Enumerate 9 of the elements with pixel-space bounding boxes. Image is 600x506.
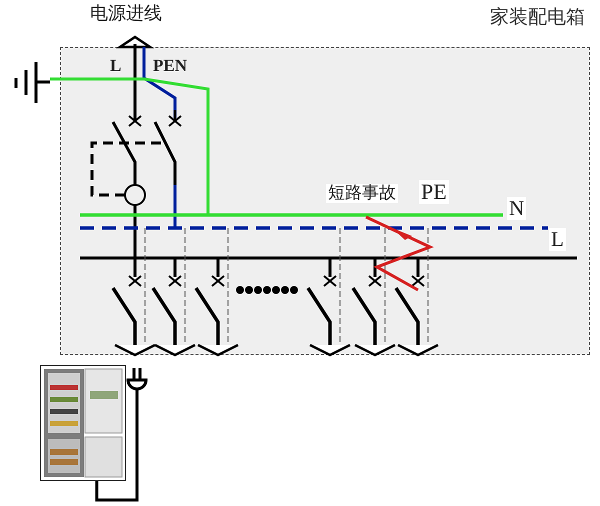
fault-label: 短路事故 <box>326 184 398 203</box>
bus-label: L <box>549 228 566 251</box>
bus-label: N <box>507 197 526 220</box>
line-label: L <box>109 56 122 75</box>
box-heading: 家装配电箱 <box>490 8 585 27</box>
bus-label: PE <box>419 180 449 204</box>
line-label: PEN <box>152 56 188 75</box>
title-label: 电源进线 <box>89 4 163 24</box>
power-cord <box>95 398 138 502</box>
